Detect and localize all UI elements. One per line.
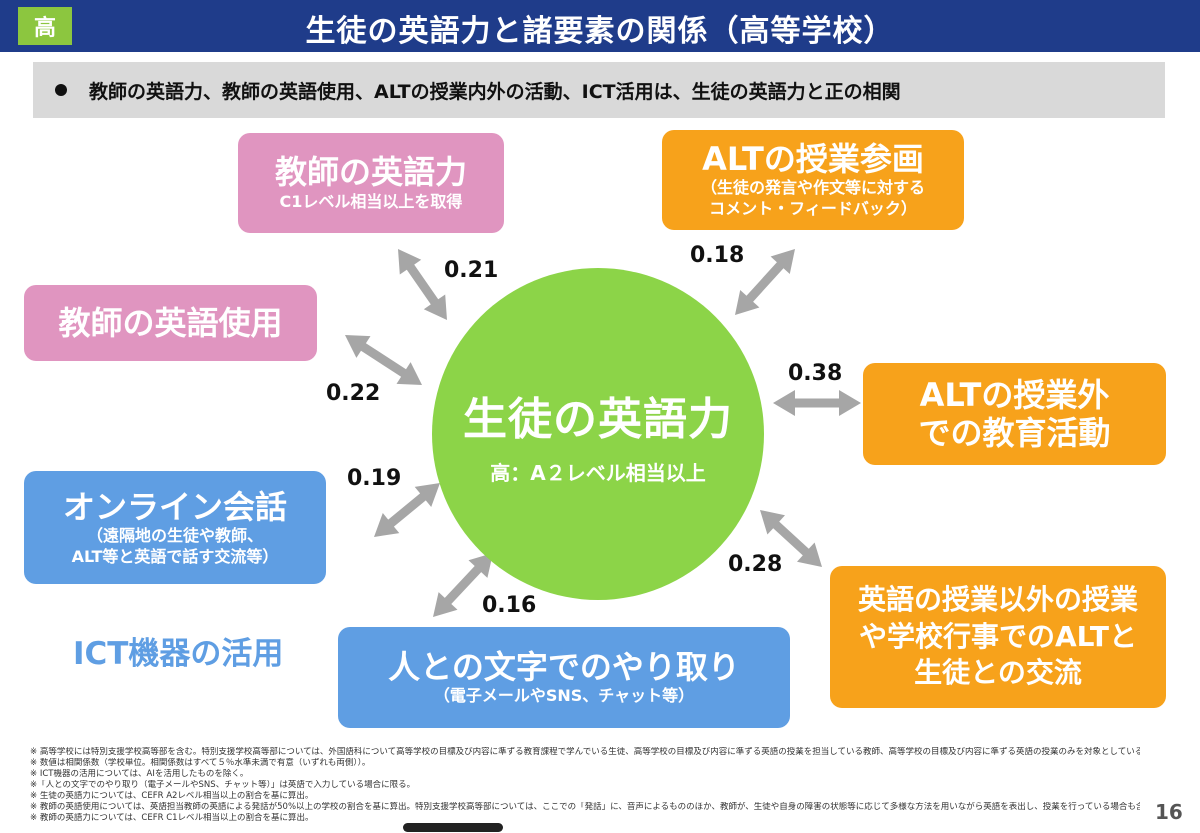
footnote: ※ 数値は相関係数（学校単位。相関係数はすべて５％水準未満で有意（いずれも両側）… xyxy=(30,758,371,768)
center-title: 生徒の英語力 xyxy=(463,393,733,445)
center-student-proficiency: 生徒の英語力 高：A２レベル相当以上 xyxy=(432,268,764,600)
node-alt-participation-sub1: （生徒の発言や作文等に対する xyxy=(700,178,925,198)
node-teacher-use-title: 教師の英語使用 xyxy=(58,303,283,342)
node-alt-exchange-line3: 生徒との交流 xyxy=(914,656,1082,690)
arrow-alt-exchange xyxy=(760,510,822,567)
footnote: ※ 教師の英語力については、CEFR C1レベル相当以上の割合を基に算出。 xyxy=(30,813,314,823)
node-teacher-proficiency-title: 教師の英語力 xyxy=(274,153,467,192)
node-online-sub1: （遠隔地の生徒や教師、 xyxy=(86,525,263,545)
coef-online: 0.19 xyxy=(347,466,402,491)
node-alt-exchange-line2: や学校行事でのALTと xyxy=(859,619,1137,653)
footnote: ※ 生徒の英語力については、CEFR A2レベル相当以上の割合を基に算出。 xyxy=(30,791,314,801)
node-teacher-use: 教師の英語使用 xyxy=(24,285,317,361)
arrow-teacher-proficiency xyxy=(398,249,447,320)
scrollbar-thumb[interactable] xyxy=(403,823,503,832)
node-alt-exchange: 英語の授業以外の授業 や学校行事でのALTと 生徒との交流 xyxy=(830,566,1166,708)
node-text-exchange: 人との文字でのやり取り （電子メールやSNS、チャット等） xyxy=(338,627,790,728)
coef-text-exchange: 0.16 xyxy=(482,593,537,618)
page-title: 生徒の英語力と諸要素の関係（高等学校） xyxy=(305,14,895,49)
coef-teacher-use: 0.22 xyxy=(326,381,381,406)
coef-alt-exchange: 0.28 xyxy=(728,552,783,577)
arrow-alt-outside xyxy=(773,390,861,416)
summary-text: 教師の英語力、教師の英語使用、ALTの授業内外の活動、ICT活用は、生徒の英語力… xyxy=(89,80,901,103)
ict-label: ICT機器の活用 xyxy=(73,636,284,672)
arrow-teacher-use xyxy=(345,335,422,385)
node-teacher-proficiency: 教師の英語力 C1レベル相当以上を取得 xyxy=(238,133,504,233)
coef-alt-outside: 0.38 xyxy=(788,361,843,386)
center-sub: 高：A２レベル相当以上 xyxy=(490,460,706,485)
page-number: 16 xyxy=(1155,800,1183,824)
node-alt-participation-title: ALTの授業参画 xyxy=(702,140,924,178)
footnote: ※ ICT機器の活用については、AIを活用したものを除く。 xyxy=(30,769,249,779)
arrow-text-exchange xyxy=(433,553,493,617)
header-bar: 高 生徒の英語力と諸要素の関係（高等学校） xyxy=(0,0,1200,52)
footnote: ※ 高等学校には特別支援学校高等部を含む。特別支援学校高等部については、外国語科… xyxy=(30,747,1140,757)
arrow-online xyxy=(374,483,440,537)
coef-alt-participation: 0.18 xyxy=(690,243,745,268)
node-teacher-proficiency-sub: C1レベル相当以上を取得 xyxy=(279,191,463,211)
node-text-exchange-title: 人との文字でのやり取り xyxy=(388,647,740,686)
node-alt-participation-sub2: コメント・フィードバック） xyxy=(709,199,917,219)
node-online-sub2: ALT等と英語で話す交流等） xyxy=(71,546,279,566)
summary-box: 教師の英語力、教師の英語使用、ALTの授業内外の活動、ICT活用は、生徒の英語力… xyxy=(33,62,1165,118)
node-alt-outside-title1: ALTの授業外 xyxy=(919,375,1110,414)
node-online-conversation: オンライン会話 （遠隔地の生徒や教師、 ALT等と英語で話す交流等） xyxy=(24,471,326,584)
node-online-title: オンライン会話 xyxy=(62,487,287,526)
node-text-exchange-sub: （電子メールやSNS、チャット等） xyxy=(433,686,695,706)
node-alt-outside-title2: での教育活動 xyxy=(918,414,1111,452)
footnote: ※「人との文字でのやり取り（電子メールやSNS、チャット等）」は英語で入力してい… xyxy=(30,780,416,790)
node-alt-participation: ALTの授業参画 （生徒の発言や作文等に対する コメント・フィードバック） xyxy=(662,130,964,230)
node-alt-exchange-line1: 英語の授業以外の授業 xyxy=(857,583,1138,617)
node-alt-outside: ALTの授業外 での教育活動 xyxy=(863,363,1166,465)
footnotes: ※ 高等学校には特別支援学校高等部を含む。特別支援学校高等部については、外国語科… xyxy=(30,747,1140,824)
coef-teacher-proficiency: 0.21 xyxy=(444,258,499,283)
school-level-badge: 高 xyxy=(18,7,72,45)
arrow-alt-participation xyxy=(735,249,795,315)
bullet-icon xyxy=(55,84,67,96)
footnote: ※ 教師の英語使用については、英語担当教師の英語による発話が50%以上の学校の割… xyxy=(30,802,1140,812)
